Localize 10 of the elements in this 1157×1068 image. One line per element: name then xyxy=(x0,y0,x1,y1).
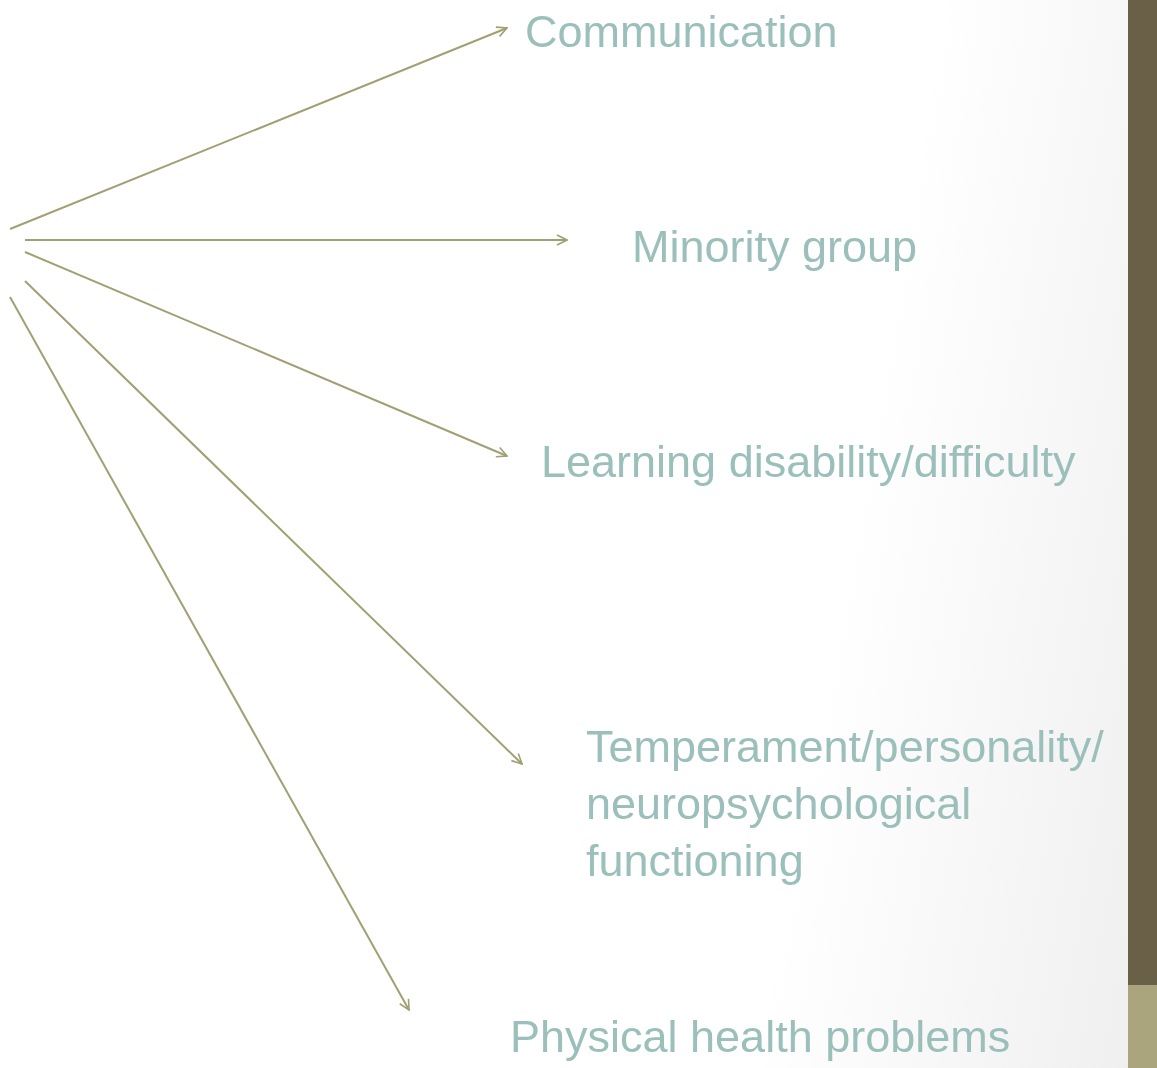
arrow xyxy=(24,234,568,246)
node-label: Minority group xyxy=(632,220,919,274)
node-label: Learning disability/difficulty xyxy=(541,435,1077,489)
node-label: Physical health problems xyxy=(509,1010,1012,1064)
node-label: Temperament/personality/ neuropsychological functioning xyxy=(586,720,1105,888)
arrow xyxy=(24,251,508,458)
arrow xyxy=(9,296,410,1011)
node-label: Communication xyxy=(525,5,839,59)
arrow xyxy=(24,280,523,765)
arrow xyxy=(9,26,508,230)
